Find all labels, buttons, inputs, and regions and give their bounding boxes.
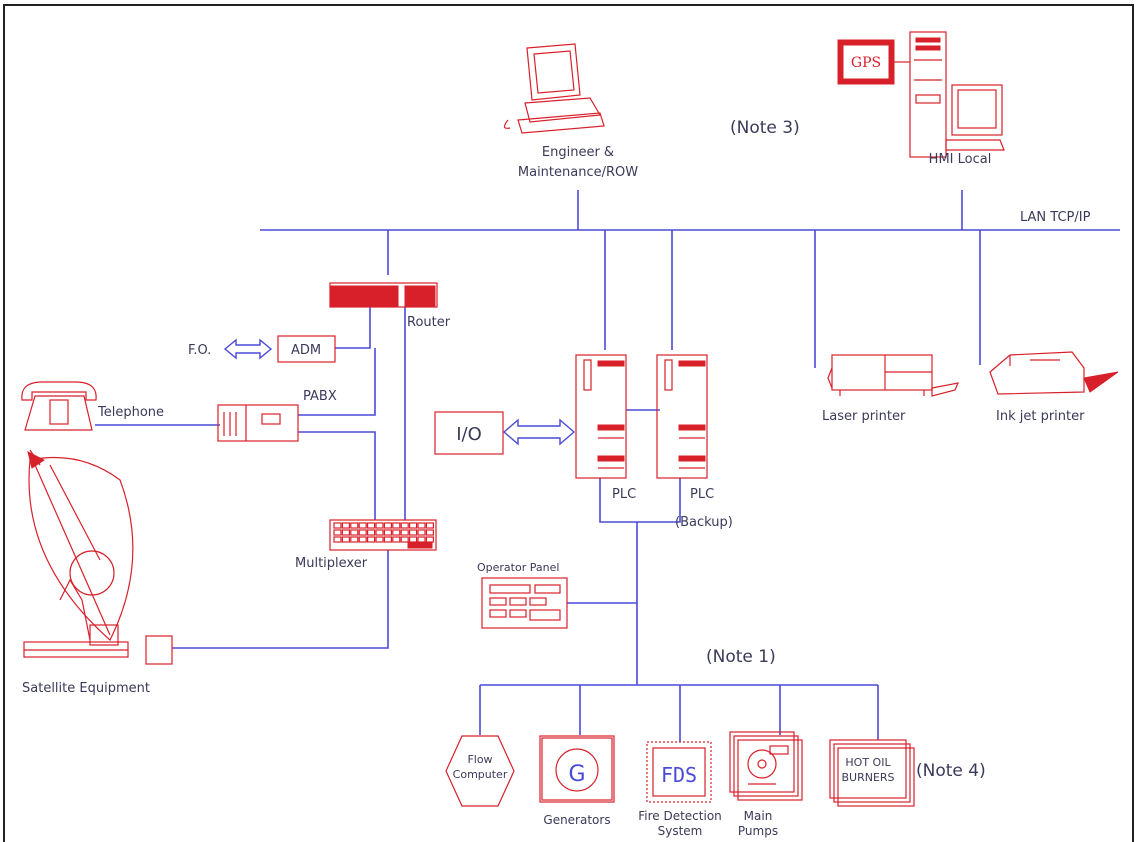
mux-key [400, 529, 409, 536]
mux-key [358, 536, 367, 543]
engineer-label-line2: Maintenance/ROW [518, 165, 638, 180]
router-label: Router [407, 315, 451, 330]
mux-key [341, 522, 350, 529]
mux-key [409, 529, 418, 536]
mux-key [417, 522, 426, 529]
mux-key [425, 522, 434, 529]
adm-label: ADM [291, 343, 321, 358]
hot-oil-label-line2: BURNERS [841, 771, 894, 784]
router-icon [329, 282, 438, 308]
plc-backup-label-line2: (Backup) [675, 515, 733, 530]
mux-key [409, 522, 418, 529]
main-pumps-icon [729, 731, 803, 801]
pabx-label: PABX [303, 389, 337, 404]
mux-key [358, 529, 367, 536]
fire-label-line2: System [658, 824, 703, 838]
mux-key [375, 529, 384, 536]
mux-key [383, 529, 392, 536]
generators-icon [539, 735, 615, 803]
gps-label: GPS [851, 55, 881, 71]
fo-double-arrow [223, 338, 273, 360]
flow-label-line1: Flow [467, 753, 492, 766]
mux-key [367, 522, 376, 529]
mux-key [350, 529, 359, 536]
engineer-workstation-icon [503, 43, 605, 134]
generators-label: Generators [543, 813, 610, 827]
fds-symbol: FDS [661, 763, 697, 787]
mux-key [367, 536, 376, 543]
mux-key [333, 529, 342, 536]
mux-key [375, 536, 384, 543]
note3-label: (Note 3) [730, 118, 800, 138]
plc-backup-label-line1: PLC [690, 487, 714, 502]
telephone-label: Telephone [97, 405, 164, 420]
mux-key [400, 536, 409, 543]
pabx-icon [217, 404, 299, 442]
pabx-mux-link [298, 431, 376, 520]
plc-bottom-link [599, 478, 681, 523]
mux-key [392, 536, 401, 543]
io-label: I/O [456, 424, 482, 445]
mux-key [367, 529, 376, 536]
mux-key [417, 529, 426, 536]
mux-key [400, 522, 409, 529]
adm-box [277, 335, 336, 363]
flow-label-line2: Computer [453, 768, 508, 781]
mux-key [425, 536, 434, 543]
mux-key [425, 529, 434, 536]
plc-label: PLC [612, 487, 636, 502]
mux-key [358, 522, 367, 529]
io-double-arrow [502, 418, 576, 446]
mux-key [409, 536, 418, 543]
multiplexer-label: Multiplexer [295, 556, 368, 571]
fds-icon [646, 741, 712, 803]
satellite-label: Satellite Equipment [22, 681, 150, 696]
mux-key [383, 522, 392, 529]
router-adm-link [335, 307, 371, 349]
pumps-label-line2: Pumps [738, 824, 778, 838]
mux-key [333, 522, 342, 529]
mux-satellite-link [172, 550, 389, 649]
network-lines [95, 190, 1120, 742]
plc-backup-icon [656, 354, 708, 479]
fire-label-line1: Fire Detection [638, 809, 722, 823]
mux-key [375, 522, 384, 529]
hmi-computer-icon [837, 31, 1005, 158]
mux-key [350, 536, 359, 543]
mux-key [341, 529, 350, 536]
generator-symbol: G [568, 762, 585, 787]
hmi-label: HMI Local [929, 152, 992, 167]
flow-computer-icon [445, 735, 515, 807]
mux-key [383, 536, 392, 543]
engineer-label-line1: Engineer & [542, 145, 614, 160]
io-box [434, 411, 504, 455]
hot-oil-label-line1: HOT OIL [845, 756, 891, 769]
inkjet-printer-label: Ink jet printer [996, 409, 1085, 424]
router-pabx-link [298, 348, 376, 416]
mux-key [417, 536, 426, 543]
diagram-border [3, 4, 1134, 842]
mux-key [333, 536, 342, 543]
hot-oil-burners-icon [829, 739, 915, 807]
mux-key [350, 522, 359, 529]
telephone-icon [21, 381, 97, 431]
inkjet-printer-icon [989, 351, 1119, 395]
mux-key [341, 536, 350, 543]
plc-icon [575, 354, 627, 479]
operator-panel-label: Operator Panel [477, 561, 559, 574]
laser-printer-label: Laser printer [822, 409, 906, 424]
pumps-label-line1: Main [744, 809, 773, 823]
multiplexer-icon [329, 519, 437, 551]
lan-label: LAN TCP/IP [1020, 210, 1091, 225]
note4-label: (Note 4) [916, 761, 986, 781]
mux-key [392, 529, 401, 536]
laser-printer-icon [827, 354, 959, 397]
mux-key [392, 522, 401, 529]
satellite-dish-icon [23, 449, 173, 665]
note1-label: (Note 1) [706, 647, 776, 667]
operator-panel-icon [481, 577, 568, 629]
fo-label: F.O. [188, 343, 211, 358]
